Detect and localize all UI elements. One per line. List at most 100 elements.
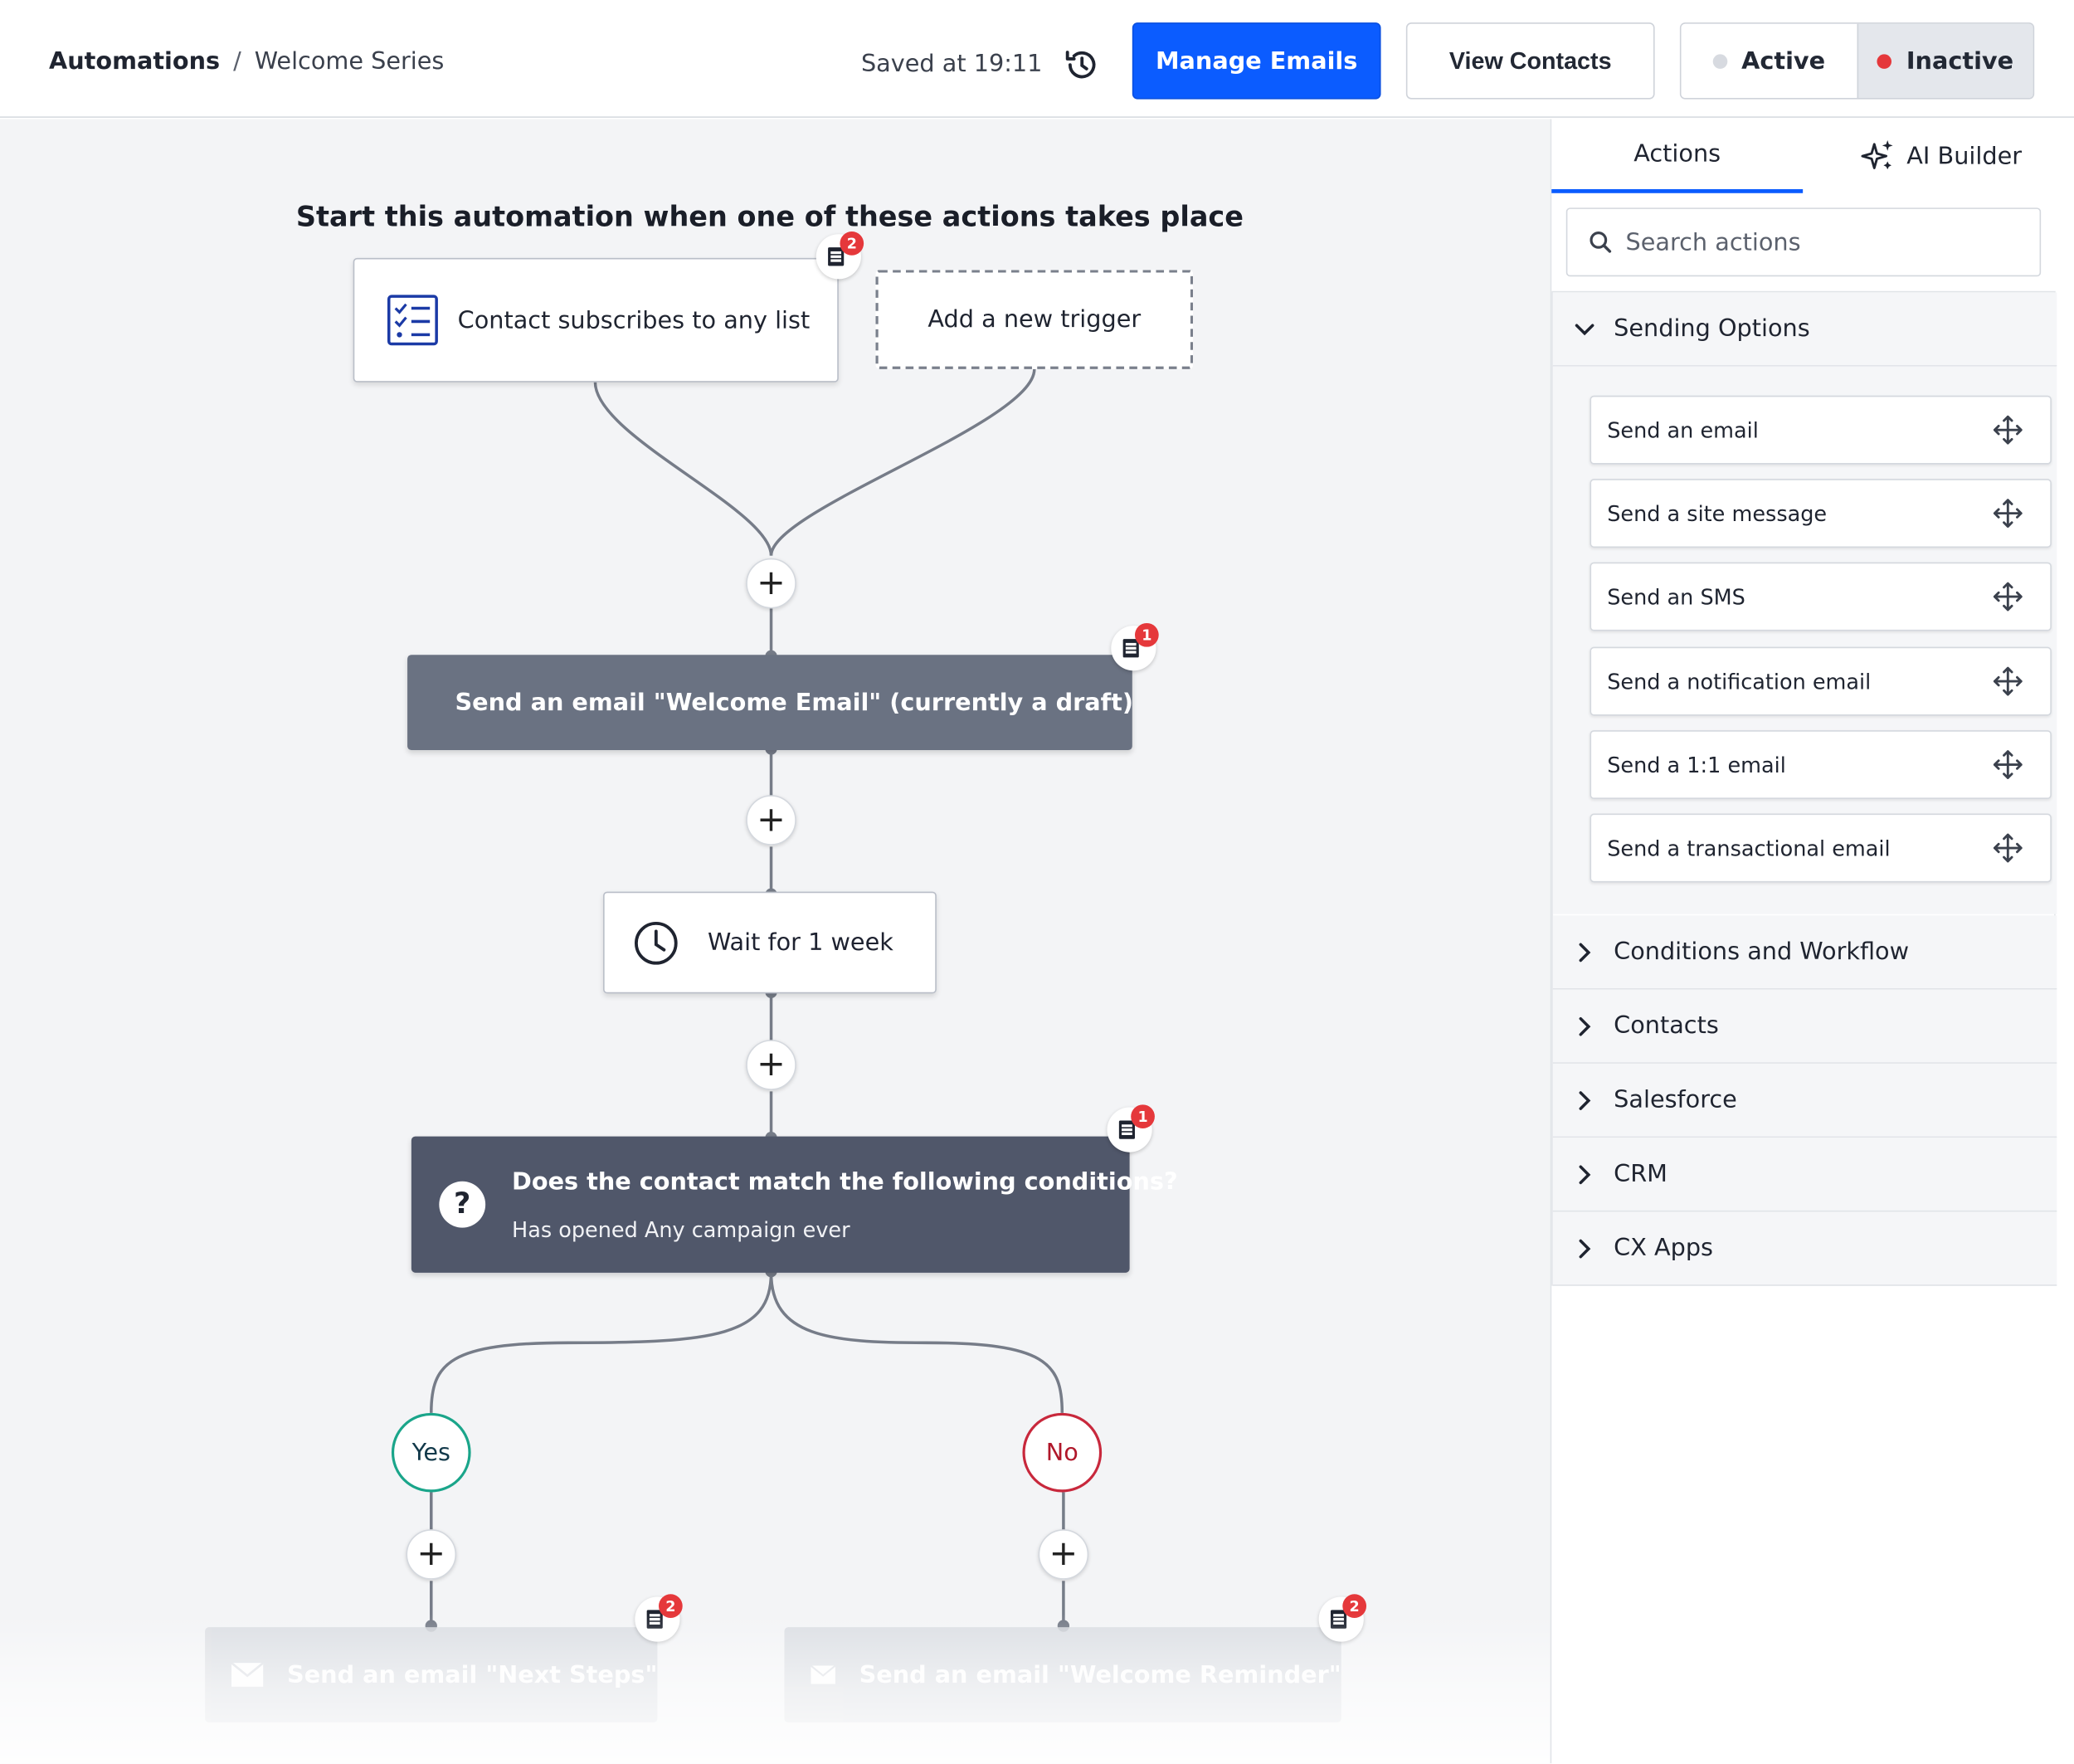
badge-count: 2 bbox=[840, 231, 864, 256]
action-send-one-to-one-email[interactable]: Send a 1:1 email bbox=[1590, 730, 2052, 800]
section-contacts[interactable]: Contacts bbox=[1552, 989, 2057, 1064]
drag-move-icon[interactable] bbox=[1992, 832, 2023, 864]
clock-icon bbox=[634, 921, 678, 964]
badge-count: 2 bbox=[659, 1594, 683, 1618]
section-label: Conditions and Workflow bbox=[1614, 938, 1910, 966]
search-actions bbox=[1565, 207, 2042, 277]
drag-move-icon[interactable] bbox=[1992, 581, 2023, 612]
yes-branch-node[interactable]: Yes bbox=[391, 1412, 471, 1493]
section-salesforce[interactable]: Salesforce bbox=[1552, 1063, 2057, 1138]
drag-move-icon[interactable] bbox=[1992, 665, 2023, 697]
add-trigger-button[interactable]: Add a new trigger bbox=[875, 270, 1194, 369]
breadcrumb: Automations / Welcome Series bbox=[49, 47, 444, 75]
chevron-right-icon bbox=[1579, 1164, 1591, 1184]
condition-notes-badge[interactable]: 1 bbox=[1107, 1104, 1155, 1152]
tab-actions[interactable]: Actions bbox=[1551, 119, 1804, 193]
breadcrumb-current: Welcome Series bbox=[254, 47, 445, 76]
trigger-node[interactable]: Contact subscribes to any list bbox=[353, 257, 839, 383]
section-sending-options[interactable]: Sending Options bbox=[1552, 292, 2057, 367]
search-icon bbox=[1590, 231, 1612, 253]
note-icon bbox=[828, 247, 845, 266]
badge-count: 1 bbox=[1131, 1104, 1155, 1129]
canvas-title: Start this automation when one of these … bbox=[295, 201, 1244, 233]
section-conditions-workflow[interactable]: Conditions and Workflow bbox=[1552, 915, 2057, 990]
action-label: Send a transactional email bbox=[1607, 835, 1891, 861]
drag-move-icon[interactable] bbox=[1992, 414, 2023, 446]
action-label: Send an email bbox=[1607, 417, 1759, 443]
no-branch-email-step[interactable]: Send an email "Welcome Reminder" bbox=[784, 1627, 1341, 1723]
action-label: Send a site message bbox=[1607, 500, 1828, 526]
history-icon[interactable] bbox=[1062, 45, 1102, 85]
action-label: Send a notification email bbox=[1607, 668, 1872, 694]
wait-step[interactable]: Wait for 1 week bbox=[603, 891, 937, 994]
action-label: Send an SMS bbox=[1607, 583, 1745, 610]
no-branch-email-label: Send an email "Welcome Reminder" bbox=[859, 1660, 1341, 1689]
toggle-active[interactable]: Active bbox=[1681, 23, 1857, 98]
saved-status: Saved at 19:11 bbox=[860, 50, 1043, 79]
note-icon bbox=[1118, 1120, 1135, 1139]
yes-branch-email-step[interactable]: Send an email "Next Steps" bbox=[205, 1627, 657, 1723]
section-label: Contacts bbox=[1614, 1011, 1719, 1040]
section-crm[interactable]: CRM bbox=[1552, 1138, 2057, 1212]
envelope-icon bbox=[811, 1664, 835, 1684]
action-send-email[interactable]: Send an email bbox=[1590, 395, 2052, 465]
sidebar-tabs: Actions AI Builder bbox=[1551, 119, 2074, 193]
manage-emails-button[interactable]: Manage Emails bbox=[1132, 22, 1381, 100]
question-icon: ? bbox=[439, 1181, 486, 1228]
chevron-right-icon bbox=[1579, 1016, 1591, 1035]
search-actions-input[interactable] bbox=[1625, 228, 2023, 256]
condition-subtitle: Has opened Any campaign ever bbox=[512, 1216, 850, 1243]
drag-move-icon[interactable] bbox=[1992, 748, 2023, 780]
section-label: CRM bbox=[1614, 1160, 1667, 1188]
badge-count: 1 bbox=[1134, 622, 1159, 647]
breadcrumb-automations-link[interactable]: Automations bbox=[48, 47, 221, 76]
trigger-notes-badge[interactable]: 2 bbox=[815, 231, 864, 280]
add-step-button[interactable]: + bbox=[746, 558, 796, 609]
status-toggle: Active Inactive bbox=[1679, 22, 2035, 100]
breadcrumb-separator: / bbox=[233, 47, 241, 76]
yes-branch-notes-badge[interactable]: 2 bbox=[635, 1594, 683, 1642]
tab-ai-builder-label: AI Builder bbox=[1906, 142, 2023, 170]
toggle-active-label: Active bbox=[1741, 46, 1826, 76]
yes-branch-email-label: Send an email "Next Steps" bbox=[287, 1660, 658, 1689]
top-bar: Automations / Welcome Series Saved at 19:1… bbox=[0, 0, 2074, 118]
action-send-sms[interactable]: Send an SMS bbox=[1590, 562, 2052, 631]
chevron-right-icon bbox=[1579, 942, 1591, 962]
email-step-label: Send an email "Welcome Email" (currently… bbox=[455, 688, 1134, 717]
action-send-transactional-email[interactable]: Send a transactional email bbox=[1590, 813, 2052, 883]
no-branch-node[interactable]: No bbox=[1022, 1412, 1103, 1493]
chevron-right-icon bbox=[1579, 1090, 1591, 1110]
note-icon bbox=[1122, 639, 1139, 658]
no-branch-notes-badge[interactable]: 2 bbox=[1318, 1594, 1367, 1642]
badge-count: 2 bbox=[1342, 1594, 1367, 1618]
wait-step-label: Wait for 1 week bbox=[708, 928, 893, 957]
condition-step[interactable]: ? Does the contact match the following c… bbox=[411, 1136, 1178, 1273]
action-label: Send a 1:1 email bbox=[1607, 752, 1786, 777]
sparkle-icon bbox=[1862, 140, 1894, 170]
send-email-step[interactable]: Send an email "Welcome Email" (currently… bbox=[407, 655, 1134, 751]
chevron-right-icon bbox=[1579, 1238, 1591, 1258]
active-dot-icon bbox=[1712, 53, 1727, 69]
chevron-down-icon bbox=[1575, 323, 1594, 335]
add-step-button[interactable]: + bbox=[406, 1529, 457, 1580]
tab-ai-builder[interactable]: AI Builder bbox=[1809, 119, 2074, 192]
toggle-inactive[interactable]: Inactive bbox=[1856, 23, 2033, 98]
checklist-icon bbox=[387, 295, 438, 346]
action-send-notification-email[interactable]: Send a notification email bbox=[1590, 646, 2052, 716]
add-step-button[interactable]: + bbox=[1038, 1529, 1089, 1580]
add-step-button[interactable]: + bbox=[746, 1040, 796, 1090]
section-label: CX Apps bbox=[1614, 1234, 1714, 1263]
sending-options-list: Send an email Send a site message Send a… bbox=[1552, 366, 2057, 914]
section-label: Sending Options bbox=[1614, 314, 1810, 343]
email-notes-badge[interactable]: 1 bbox=[1111, 622, 1159, 671]
section-cx-apps[interactable]: CX Apps bbox=[1552, 1211, 2057, 1286]
trigger-label: Contact subscribes to any list bbox=[457, 306, 811, 334]
view-contacts-button[interactable]: View Contacts bbox=[1405, 22, 1655, 100]
section-label: Salesforce bbox=[1614, 1086, 1737, 1114]
add-step-button[interactable]: + bbox=[746, 795, 796, 845]
toggle-inactive-label: Inactive bbox=[1906, 46, 2014, 76]
envelope-icon bbox=[231, 1662, 264, 1687]
inactive-dot-icon bbox=[1877, 53, 1892, 69]
drag-move-icon[interactable] bbox=[1992, 497, 2023, 529]
action-send-site-message[interactable]: Send a site message bbox=[1590, 479, 2052, 548]
